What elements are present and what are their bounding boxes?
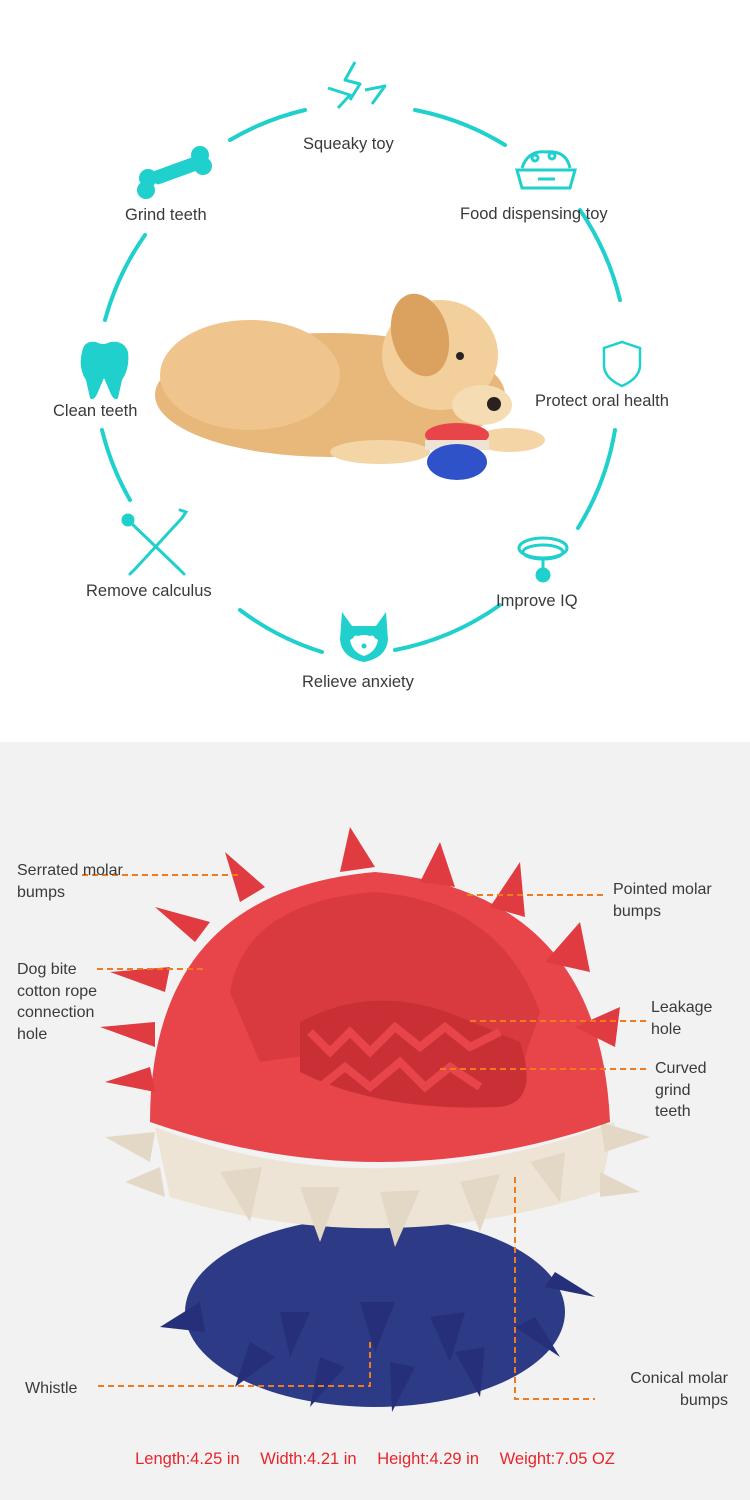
toy-blue-base [160,1217,595,1412]
toy-diagram [82,827,650,1412]
callout-curved: Curved grind teeth [655,1060,707,1120]
lightning-icon [327,61,387,110]
toy-cream-band [105,1122,650,1247]
toy-red-dome [100,827,620,1162]
spec-width: Width:4.21 in [260,1450,357,1468]
benefits-section: Squeaky toy Food dispensing toy Grind te… [0,0,750,742]
benefits-graphic [80,61,642,662]
callout-lines [82,874,650,1400]
food-bowl-icon [515,150,577,190]
bone-icon [137,146,212,199]
callout-leakage: Leakage hole [651,999,713,1038]
dog-photo [155,293,545,480]
benefit-food-dispensing: Food dispensing toy [460,205,608,223]
product-specs: Length:4.25 in Width:4.21 in Height:4.29… [0,1450,750,1469]
benefit-grind-teeth: Grind teeth [125,206,207,224]
benefit-ring [100,108,622,654]
product-diagram-section: Serrated molar bumps Pointed molar bumps… [0,742,750,1500]
callout-pointed: Pointed molar bumps [613,881,712,920]
callout-serrated: Serrated molar bumps [17,862,123,901]
benefit-relieve-anxiety: Relieve anxiety [302,673,414,691]
benefit-clean-teeth: Clean teeth [53,402,138,420]
shiba-dog-icon [340,612,388,662]
benefit-squeaky: Squeaky toy [303,135,394,153]
dog-collar-icon [517,536,569,583]
benefit-remove-calculus: Remove calculus [86,582,212,600]
tooth-icon [80,341,129,400]
spec-length: Length:4.25 in [135,1450,240,1468]
benefit-improve-iq: Improve IQ [496,592,578,610]
callout-rope-hole: Dog bite cotton rope connection hole [17,961,98,1043]
benefit-oral-health: Protect oral health [535,392,669,410]
dental-tools-icon [121,508,189,576]
shield-icon [602,340,642,388]
spec-weight: Weight:7.05 OZ [499,1450,615,1468]
spec-height: Height:4.29 in [377,1450,480,1468]
callout-whistle: Whistle [25,1380,78,1397]
callout-conical: Conical molar bumps [630,1370,728,1409]
